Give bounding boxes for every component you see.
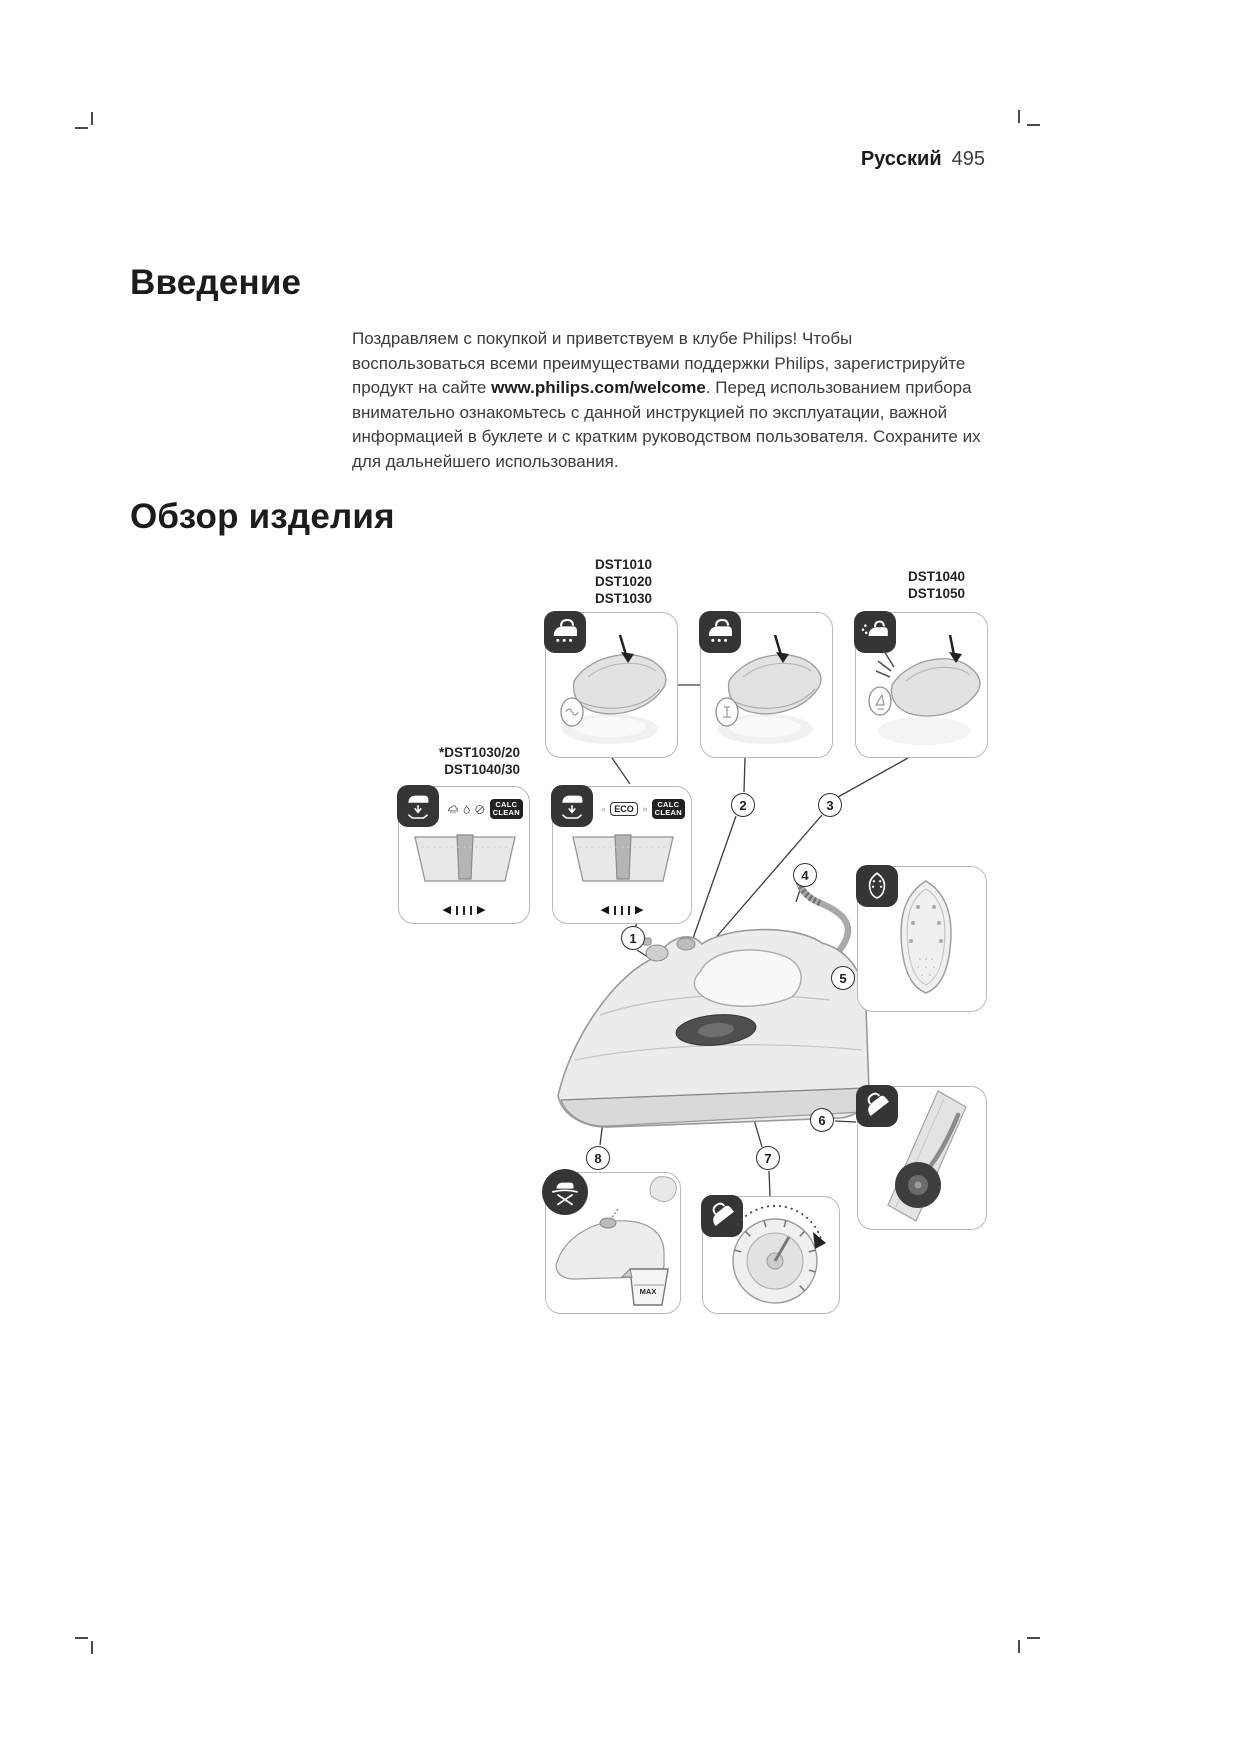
callout-box-water-filling: MAX [542,1169,681,1314]
ironing-board-icon [552,1182,578,1206]
iron-spray-illustration [868,634,981,745]
arrow-right-icon: ▶ [635,904,644,916]
iron-tip-illustration [560,634,667,744]
iron-tilt-icon [712,1202,734,1227]
callout-4: 4 [793,863,817,887]
feature-icon-row: ECO CALC CLEAN [601,797,685,821]
calc-clean-line2: CLEAN [492,808,520,817]
callout-box-cord-storage [856,1085,987,1230]
intro-text-after: . Перед использованием прибора вниматель… [352,378,981,471]
callout-7: 7 [756,1146,780,1170]
intro-paragraph: Поздравляем с покупкой и приветствуем в … [352,327,990,474]
callout-3: 3 [818,793,842,817]
callout-1: 1 [621,926,645,950]
feature-icon-row: CALC CLEAN [447,797,523,821]
temperature-dial-illustration [732,1204,826,1304]
temperature-badge [701,1195,743,1237]
iron-tilt-icon [867,1092,889,1117]
iron-steam-icon [708,618,732,642]
spray-feature-badge [854,611,896,653]
eco-badge: ECO [610,802,638,816]
callout-8: 8 [586,1146,610,1170]
callout-box-watertank-a: CALC CLEAN ◀ ▶ [397,785,530,924]
tank-slider-arrows: ◀ ▶ [399,905,529,916]
cord-storage-illustration [887,1090,967,1222]
slider-hatch-icon [456,906,458,915]
calc-clean-badge: CALC CLEAN [651,799,685,819]
callout-box-spray [854,611,988,758]
callout-box-soleplate [856,865,987,1012]
tank-slider-arrows: ◀ ▶ [553,905,691,916]
calc-clean-line1: CALC [657,800,680,809]
model-number: DST1040 [908,569,966,584]
slider-hatch-icon [628,906,630,915]
page-header: Русский 495 [0,148,985,171]
callout-box-steam-soleplate [544,611,678,758]
page-number: 495 [951,148,985,170]
iron-steam-icon [553,618,577,642]
model-number: DST1010 [595,557,653,572]
no-additives-icon [475,804,485,814]
language-label: Русский [860,148,942,170]
slider-hatch-icon [614,906,616,915]
soleplate-icon [868,872,886,899]
intro-text-before: Поздравляем с покупкой и приветствуем в … [352,329,966,397]
calc-clean-line2: CLEAN [654,808,682,817]
overview-title: Обзор изделия [130,497,395,536]
no-additives-icon [642,807,647,811]
water-fill-badge [397,785,439,827]
arrow-left-icon: ◀ [600,904,609,916]
steam-cloud-icon [448,805,458,813]
water-tank-illustration [414,834,516,882]
calc-clean-line1: CALC [495,800,518,809]
soleplate-badge [856,865,898,907]
slider-hatch-icon [470,906,472,915]
callout-box-watertank-b: ECO CALC CLEAN ◀ ▶ [551,785,692,924]
iron-spray-icon [861,620,888,636]
callout-5: 5 [831,966,855,990]
arrow-left-icon: ◀ [442,904,451,916]
iron-fill-icon [561,795,583,819]
intro-title: Введение [130,263,302,302]
soleplate-illustration [900,880,952,994]
calc-clean-badge: CALC CLEAN [489,799,523,819]
iron-tip-illustration [715,634,822,744]
arrow-right-icon: ▶ [477,904,486,916]
max-mark: MAX [639,1287,657,1296]
steam-feature-badge [699,611,741,653]
callout-2: 2 [731,793,755,817]
callout-6: 6 [810,1108,834,1132]
model-number: *DST1030/20 [438,745,520,760]
ironing-board-badge [542,1169,588,1215]
iron-fill-icon [407,795,429,819]
model-label-group3: *DST1030/20 DST1040/30 [400,744,520,778]
model-number: DST1030 [595,591,653,606]
storage-badge [856,1085,898,1127]
model-number: DST1040/30 [444,762,520,777]
water-drop-icon [463,804,470,814]
welcome-url: www.philips.com/welcome [491,378,706,397]
water-fill-badge [551,785,593,827]
callout-box-temperature-dial [701,1195,840,1314]
slider-hatch-icon [463,906,465,915]
model-number: DST1020 [595,574,653,589]
steam-feature-badge [544,611,586,653]
model-label-group2: DST1040 DST1050 [908,568,965,602]
slider-hatch-icon [621,906,623,915]
steam-cloud-icon [601,807,606,811]
callout-box-steam-boost [699,611,833,758]
filling-illustration [555,1176,677,1306]
model-number: DST1050 [908,586,966,601]
model-label-group1: DST1010 DST1020 DST1030 [595,556,652,607]
water-tank-illustration [572,834,674,882]
iron-illustration [557,928,870,1128]
